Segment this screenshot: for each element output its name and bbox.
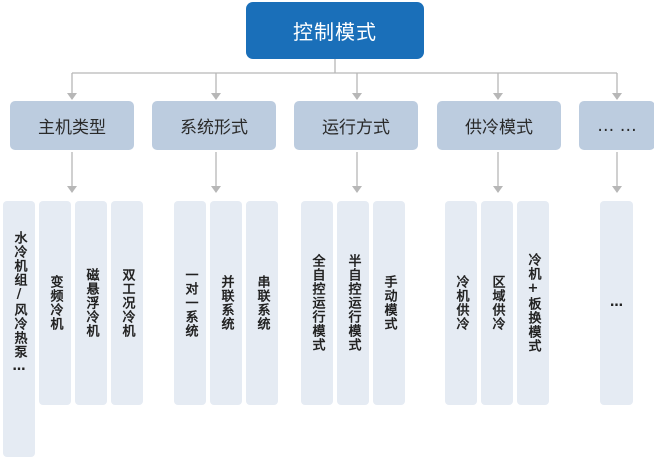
leaf-label: 串联系统 [254, 275, 270, 331]
leaf-water-cooled-air-cooled: 水冷机组/风冷热泵… [3, 201, 35, 457]
leaf-dual-duty-chiller: 双工况冷机 [111, 201, 143, 405]
leaf-label: 全自控运行模式 [309, 254, 325, 352]
leaf-label: 双工况冷机 [119, 268, 135, 338]
leaf-one-to-one-system: 一对一系统 [174, 201, 206, 405]
category-run-mode: 运行方式 [294, 101, 418, 150]
leaf-parallel-system: 并联系统 [210, 201, 242, 405]
leaf-more: … [600, 201, 633, 405]
leaf-full-auto-mode: 全自控运行模式 [301, 201, 333, 405]
leaf-vfd-chiller: 变频冷机 [39, 201, 71, 405]
leaf-label: 冷机供冷 [453, 275, 469, 331]
root-node-control-mode: 控制模式 [246, 2, 424, 59]
leaf-label: 水冷机组/风冷热泵… [11, 231, 27, 375]
leaf-label: 并联系统 [218, 275, 234, 331]
leaf-label: 冷机+板换模式 [525, 253, 541, 353]
leaf-maglev-chiller: 磁悬浮冷机 [75, 201, 107, 405]
leaf-label: 区域供冷 [489, 275, 505, 331]
leaf-label: 一对一系统 [182, 268, 198, 338]
leaf-chiller-cooling: 冷机供冷 [445, 201, 477, 405]
leaf-label: 变频冷机 [47, 275, 63, 331]
leaf-semi-auto-mode: 半自控运行模式 [337, 201, 369, 405]
leaf-label: 磁悬浮冷机 [83, 268, 99, 338]
category-host-type: 主机类型 [10, 101, 134, 150]
leaf-series-system: 串联系统 [246, 201, 278, 405]
leaf-district-cooling: 区域供冷 [481, 201, 513, 405]
category-system-form: 系统形式 [152, 101, 276, 150]
leaf-chiller-plate-hx-mode: 冷机+板换模式 [517, 201, 549, 405]
leaf-label: … [609, 295, 624, 311]
leaf-label: 半自控运行模式 [345, 254, 361, 352]
category-more: … … [579, 101, 654, 150]
leaf-label: 手动模式 [381, 275, 397, 331]
category-supply-mode: 供冷模式 [437, 101, 561, 150]
leaf-manual-mode: 手动模式 [373, 201, 405, 405]
